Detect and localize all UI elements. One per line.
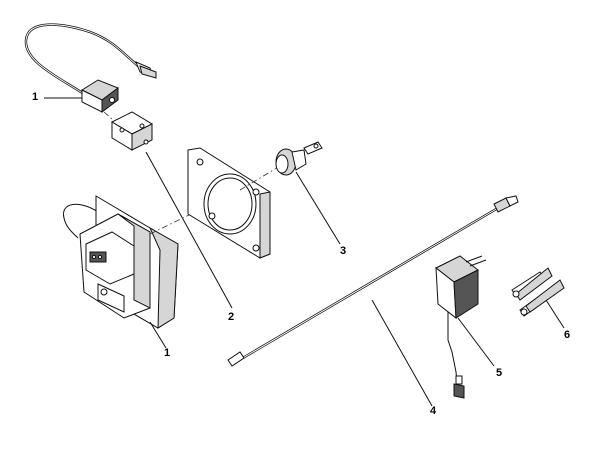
leader-lines	[44, 97, 565, 407]
mounting-frame-part	[187, 147, 271, 259]
power-adapter-part	[435, 255, 487, 399]
long-cable-part	[227, 195, 519, 367]
callout-connector: 3	[340, 245, 347, 257]
callout-sensor: 1	[32, 91, 39, 103]
callout-screws: 6	[564, 329, 571, 341]
callout-adapter: 5	[496, 367, 503, 379]
callout-bracket: 2	[228, 311, 235, 323]
screws-part	[511, 267, 565, 317]
connector-part	[275, 141, 323, 176]
bracket-part	[110, 111, 154, 151]
callout-display: 1	[164, 347, 171, 359]
callout-cable: 4	[430, 405, 437, 417]
display-unit-part	[63, 195, 179, 329]
sensor-part	[24, 23, 157, 113]
